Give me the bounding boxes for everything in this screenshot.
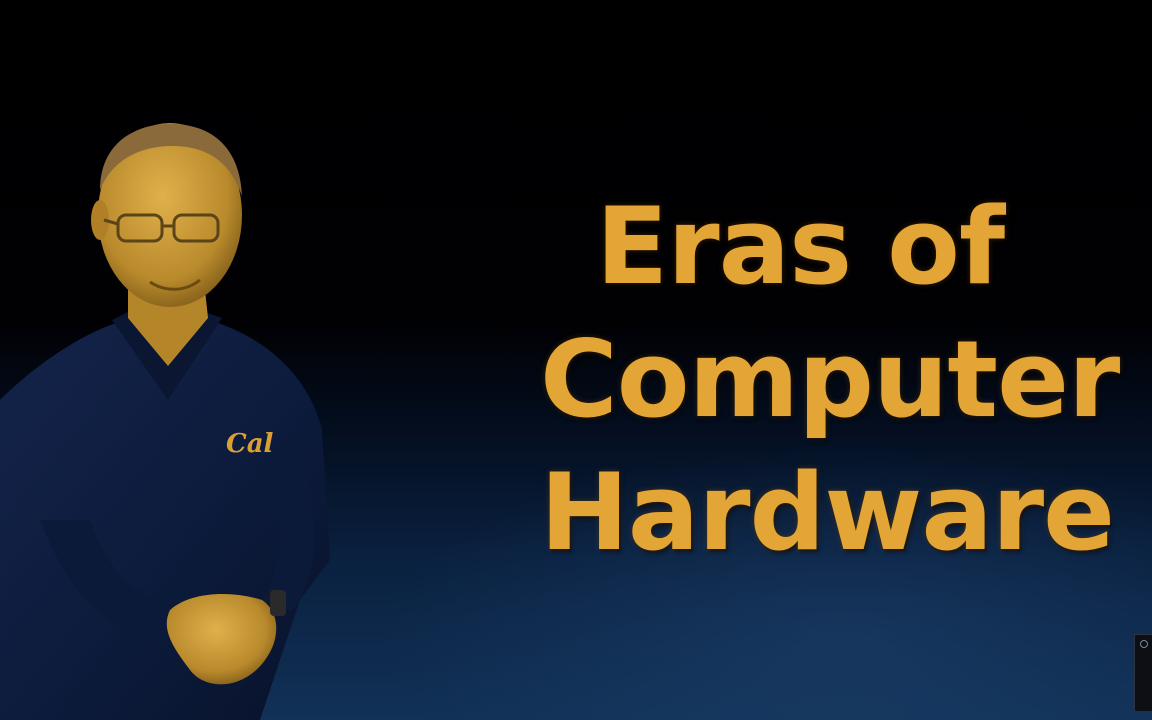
presenter-hands (166, 594, 277, 685)
presenter-ear (91, 200, 109, 240)
background-glow (380, 440, 1152, 720)
settings-icon (1140, 640, 1148, 648)
title-line-3: Hardware (540, 451, 1115, 574)
presenter-left-arm (40, 520, 200, 642)
title-line-1: Eras of (595, 185, 1005, 308)
presenter-mouth (149, 278, 201, 291)
glasses-icon (103, 213, 220, 243)
presenter-figure: Cal (0, 123, 330, 720)
presenter-neck (128, 290, 208, 366)
shirt-logo: Cal (226, 429, 274, 459)
slide-title: Eras of Computer Hardware (540, 180, 1120, 579)
presenter-right-arm (262, 450, 314, 612)
watch-icon (270, 590, 286, 616)
player-corner-widget[interactable] (1134, 634, 1152, 711)
presenter-head (98, 123, 242, 307)
presenter-hair (100, 123, 242, 196)
title-line-2: Computer (540, 318, 1120, 441)
